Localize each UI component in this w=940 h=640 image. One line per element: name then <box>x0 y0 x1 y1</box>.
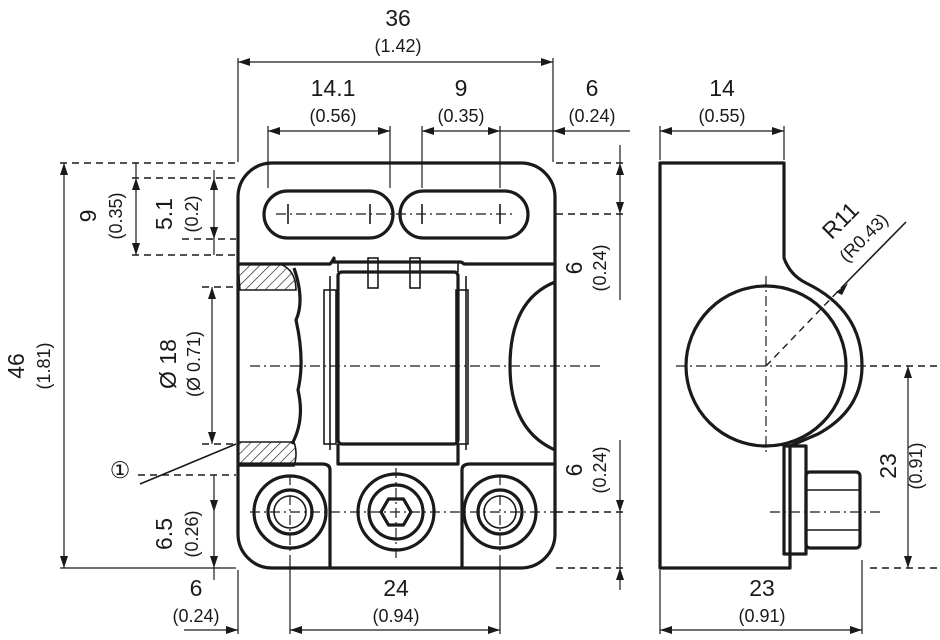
dim-bottom-left-offset-inch: (0.24) <box>172 606 219 626</box>
dim-slot-top-offset-inch: (0.35) <box>106 192 126 239</box>
hinge-frame <box>238 256 555 266</box>
side-view <box>658 126 940 634</box>
clamp-screw-head <box>804 470 862 550</box>
dim-right-upper-offset-inch: (0.24) <box>590 244 610 291</box>
dim-side-bore-height-inch: (0.91) <box>906 442 926 489</box>
dim-top-width: 36 <box>385 5 411 31</box>
dim-right-lower-offset-inch: (0.24) <box>590 446 610 493</box>
dim-bottom-hole-height: 6.5 <box>151 518 177 550</box>
dim-side-bore-height: 23 <box>875 453 901 479</box>
dim-slot-height-inch: (0.2) <box>182 195 202 232</box>
dim-side-top-width: 14 <box>709 75 735 101</box>
dim-slot-height: 5.1 <box>151 198 177 230</box>
dim-slot-spacing: 9 <box>455 75 468 101</box>
dim-right-offset: 6 <box>586 75 599 101</box>
dim-bore-diameter-inch: (Ø 0.71) <box>184 331 204 397</box>
dim-hole-spacing-inch: (0.94) <box>372 606 419 626</box>
dim-right-offset-inch: (0.24) <box>568 106 615 126</box>
callout-1: ① <box>110 457 131 483</box>
slot-left <box>262 189 395 240</box>
dim-right-lower-offset: 6 <box>561 464 587 477</box>
dim-slot-top-offset: 9 <box>75 210 101 223</box>
dim-slot-spacing-inch: (0.35) <box>437 106 484 126</box>
dim-slot-left-width: 14.1 <box>311 75 356 101</box>
dim-bore-diameter: Ø 18 <box>155 339 181 389</box>
dim-right-upper-offset: 6 <box>561 262 587 275</box>
dim-bottom-left-offset: 6 <box>190 575 203 601</box>
dim-hole-spacing: 24 <box>383 575 409 601</box>
dim-total-height-inch: (1.81) <box>34 342 54 389</box>
dim-side-top-width-inch: (0.55) <box>698 106 745 126</box>
bore-section-hatch-top <box>237 263 297 291</box>
dim-bottom-hole-height-inch: (0.26) <box>182 510 202 557</box>
dim-side-bottom-width: 23 <box>749 575 775 601</box>
hex-socket <box>379 497 413 527</box>
dim-slot-left-width-inch: (0.56) <box>309 106 356 126</box>
dim-top-width-inch: (1.42) <box>374 36 421 56</box>
bore-section-hatch-bottom <box>237 441 297 467</box>
dim-side-bottom-width-inch: (0.91) <box>738 606 785 626</box>
front-view <box>60 58 630 634</box>
dim-total-height: 46 <box>3 353 29 379</box>
side-body-outline <box>658 161 864 570</box>
